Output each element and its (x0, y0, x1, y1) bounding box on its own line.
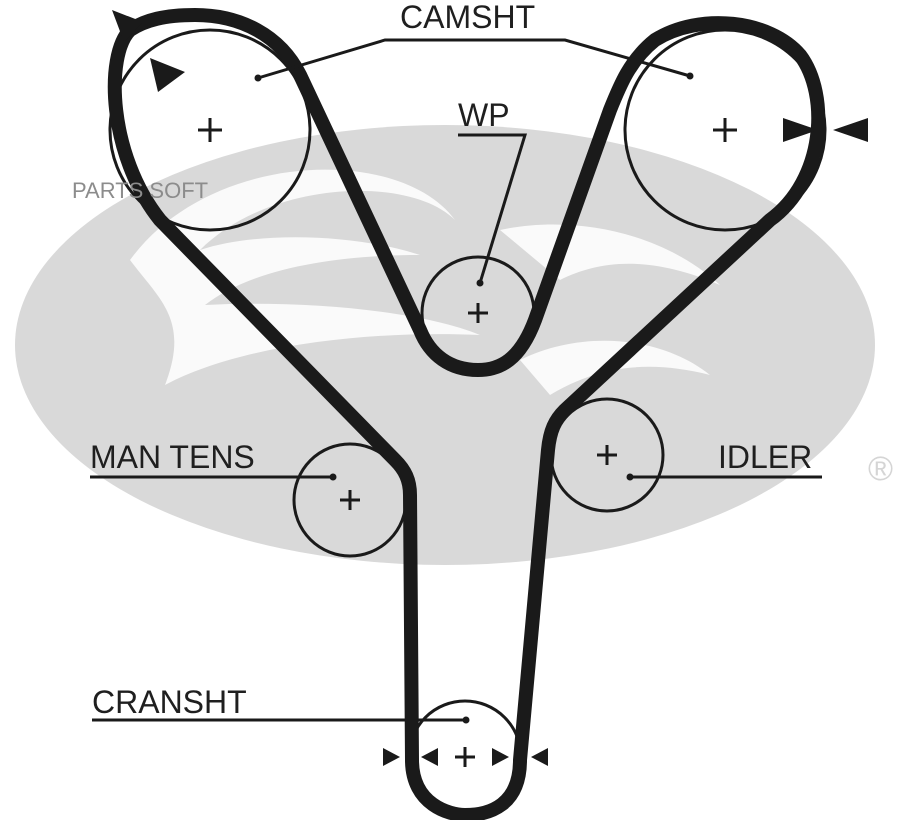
wp-anchor (476, 279, 484, 287)
camshaft-left-outer-mark (112, 10, 143, 42)
parts-soft-watermark: PARTS SOFT (72, 178, 208, 203)
center-marks (198, 118, 737, 767)
timing-belt (107, 8, 826, 820)
camshaft-right-outer-mark (833, 118, 868, 142)
camsht-leader (257, 38, 691, 80)
camsht-anchor-left (254, 74, 262, 82)
camshaft-left-inner-mark (150, 58, 185, 92)
cransht-label: CRANSHT (92, 684, 247, 720)
gates-logo: ® (15, 125, 893, 565)
crankshaft-right-inner-mark (492, 748, 509, 766)
idler-center (597, 445, 617, 465)
man-tens-label: MAN TENS (90, 439, 255, 475)
camsht-anchor-right (686, 72, 694, 80)
gates-logo-oval (15, 125, 875, 565)
cransht-anchor (462, 716, 470, 724)
camshaft-left-center (198, 118, 222, 142)
manual-tensioner-center (340, 490, 360, 510)
idler-anchor (626, 473, 634, 481)
camshaft-pulley-left (108, 28, 312, 232)
registered-mark: ® (868, 450, 893, 488)
crankshaft-left-outer-mark (383, 748, 400, 766)
man-tens-anchor (329, 473, 337, 481)
idler-label: IDLER (718, 439, 812, 475)
timing-marks (112, 10, 868, 766)
camshaft-right-center (713, 118, 737, 142)
camshaft-right-inner-mark (783, 118, 818, 142)
camsht-label: CAMSHT (400, 0, 535, 35)
crankshaft-center (455, 747, 475, 767)
wp-label: WP (458, 97, 510, 133)
leader-lines (90, 38, 822, 724)
wp-leader (458, 133, 528, 284)
crankshaft-right-outer-mark (531, 748, 548, 766)
crankshaft-left-inner-mark (421, 748, 438, 766)
water-pump-center (468, 303, 488, 323)
